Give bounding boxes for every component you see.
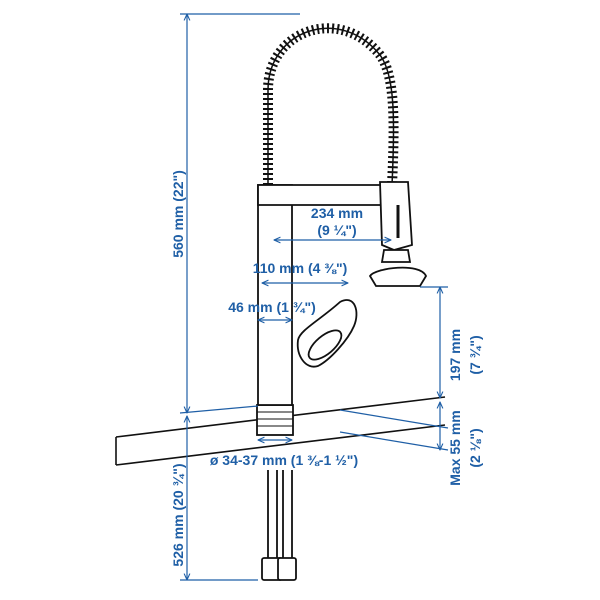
faucet-body bbox=[256, 184, 401, 581]
spout-clearance-label: 197 mm bbox=[447, 329, 463, 381]
body-diameter-label: 46 mm (1 ¾") bbox=[228, 299, 316, 315]
spout-clearance-inch-label: (7 ¾") bbox=[467, 335, 483, 374]
dimension-lines bbox=[179, 14, 449, 580]
total-height-label: 560 mm (22") bbox=[170, 170, 186, 258]
counter-thickness-label: Max 55 mm bbox=[447, 410, 463, 485]
spout-reach-label: 234 mm bbox=[311, 205, 363, 221]
handle-reach-label: 110 mm (4 ⅜") bbox=[253, 260, 348, 276]
spray-head bbox=[368, 181, 428, 287]
hose-length-label: 526 mm (20 ¾") bbox=[170, 463, 186, 566]
spout-reach-inch-label: (9 ¼") bbox=[317, 222, 356, 238]
hole-diameter-label: ø 34-37 mm (1 ⅜-1 ½") bbox=[210, 452, 358, 468]
spring-coil bbox=[263, 23, 399, 186]
counter-thickness-inch-label: (2 ⅛") bbox=[467, 428, 483, 467]
